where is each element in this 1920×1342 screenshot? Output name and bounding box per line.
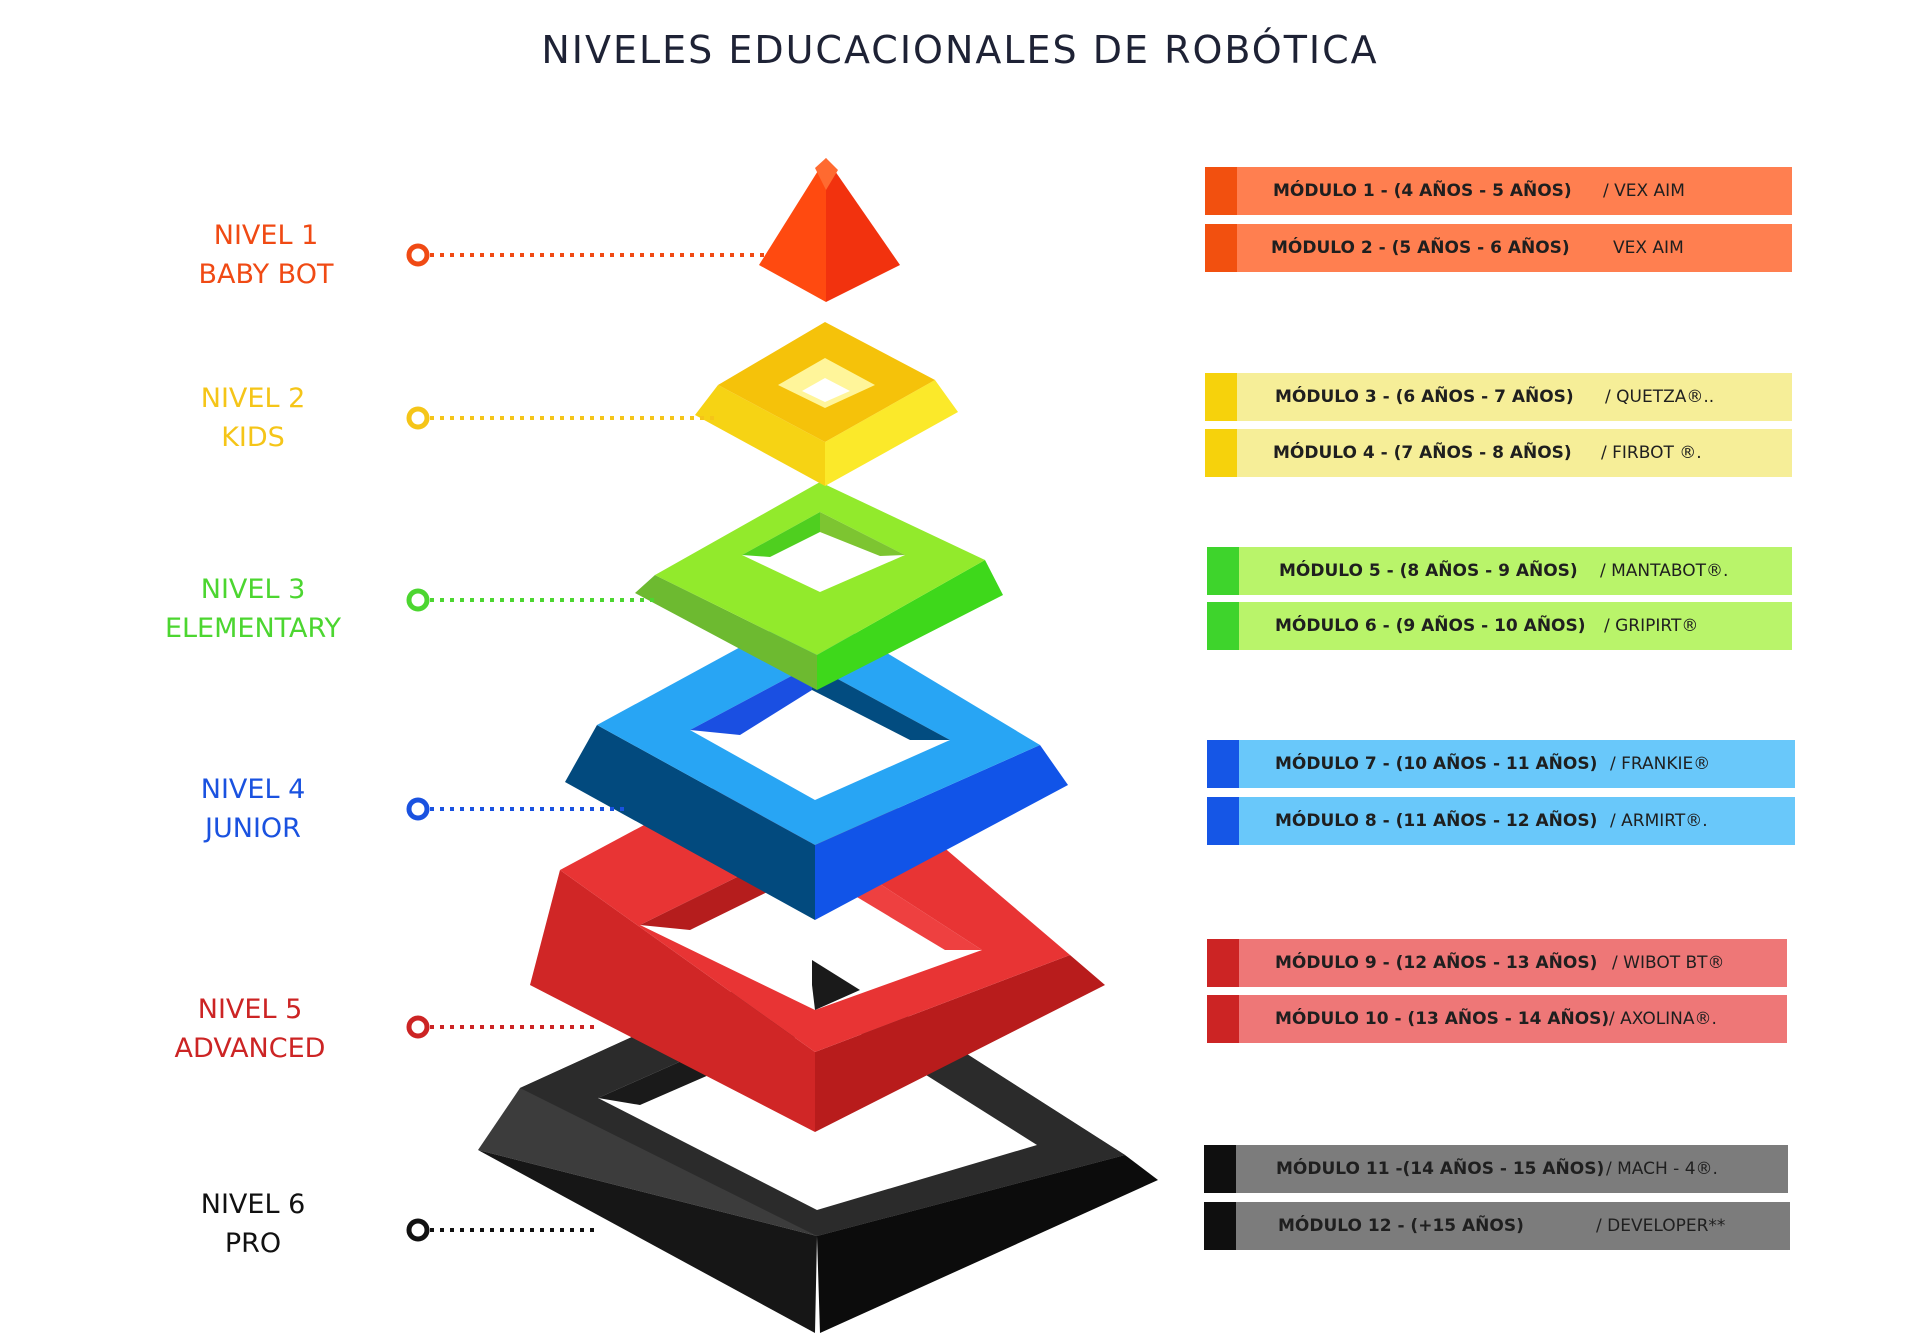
pyramid-tier-1 (759, 158, 900, 302)
level-label-2: NIVEL 2 KIDS (123, 379, 383, 457)
module-swatch (1205, 373, 1237, 421)
module-swatch (1207, 547, 1239, 595)
connector-level-5 (406, 1015, 595, 1039)
pyramid-tier-3 (635, 482, 1003, 690)
diagram-title: NIVELES EDUCACIONALES DE ROBÓTICA (541, 28, 1379, 72)
connector-level-3 (406, 588, 660, 612)
module-label: MÓDULO 6 - (9 AÑOS - 10 AÑOS) (1275, 616, 1586, 636)
pyramid-tier-2 (695, 322, 958, 486)
module-label: MÓDULO 11 -(14 AÑOS - 15 AÑOS) (1276, 1159, 1605, 1179)
level-2-number: NIVEL 2 (200, 383, 306, 414)
module-product: / WIBOT BT® (1612, 953, 1725, 973)
module-label: MÓDULO 3 - (6 AÑOS - 7 AÑOS) (1275, 387, 1574, 407)
module-label: MÓDULO 5 - (8 AÑOS - 9 AÑOS) (1279, 561, 1578, 581)
module-swatch (1207, 995, 1239, 1043)
module-row-5: MÓDULO 5 - (8 AÑOS - 9 AÑOS) / MANTABOT®… (1207, 547, 1792, 595)
level-3-name: ELEMENTARY (164, 613, 342, 644)
module-label: MÓDULO 2 - (5 AÑOS - 6 AÑOS) (1271, 238, 1570, 258)
module-row-12: MÓDULO 12 - (+15 AÑOS) / DEVELOPER** (1204, 1202, 1790, 1250)
module-label: MÓDULO 7 - (10 AÑOS - 11 AÑOS) (1275, 754, 1598, 774)
level-3-number: NIVEL 3 (200, 574, 306, 605)
module-swatch (1205, 224, 1237, 272)
connector-level-4 (406, 797, 625, 821)
module-label: MÓDULO 4 - (7 AÑOS - 8 AÑOS) (1273, 443, 1572, 463)
module-swatch (1207, 939, 1239, 987)
module-label: MÓDULO 9 - (12 AÑOS - 13 AÑOS) (1275, 953, 1598, 973)
module-row-1: MÓDULO 1 - (4 AÑOS - 5 AÑOS) / VEX AIM (1205, 167, 1792, 215)
level-5-number: NIVEL 5 (197, 994, 303, 1025)
module-row-3: MÓDULO 3 - (6 AÑOS - 7 AÑOS) / QUETZA®.. (1205, 373, 1792, 421)
module-swatch (1205, 429, 1237, 477)
module-row-7: MÓDULO 7 - (10 AÑOS - 11 AÑOS) / FRANKIE… (1207, 740, 1795, 788)
module-swatch (1204, 1202, 1236, 1250)
level-label-4: NIVEL 4 JUNIOR (123, 770, 383, 848)
level-4-name: JUNIOR (205, 813, 301, 844)
level-6-name: PRO (224, 1228, 282, 1259)
level-label-1: NIVEL 1 BABY BOT (136, 216, 396, 294)
module-product: / VEX AIM (1603, 181, 1685, 201)
module-swatch (1207, 740, 1239, 788)
level-label-6: NIVEL 6 PRO (123, 1185, 383, 1263)
level-5-name: ADVANCED (174, 1033, 326, 1064)
module-label: MÓDULO 1 - (4 AÑOS - 5 AÑOS) (1273, 181, 1572, 201)
level-2-name: KIDS (221, 422, 285, 453)
level-1-name: BABY BOT (198, 259, 334, 290)
connector-level-2 (406, 406, 720, 430)
module-swatch (1205, 167, 1237, 215)
module-row-11: MÓDULO 11 -(14 AÑOS - 15 AÑOS) / MACH - … (1204, 1145, 1788, 1193)
module-product: / QUETZA®.. (1605, 387, 1715, 407)
module-row-9: MÓDULO 9 - (12 AÑOS - 13 AÑOS) / WIBOT B… (1207, 939, 1787, 987)
module-product: / FRANKIE® (1610, 754, 1711, 774)
module-row-4: MÓDULO 4 - (7 AÑOS - 8 AÑOS) / FIRBOT ®. (1205, 429, 1792, 477)
module-product: / DEVELOPER** (1596, 1216, 1726, 1236)
level-6-number: NIVEL 6 (200, 1189, 306, 1220)
level-1-number: NIVEL 1 (213, 220, 319, 251)
module-product: VEX AIM (1613, 238, 1684, 258)
module-row-10: MÓDULO 10 - (13 AÑOS - 14 AÑOS) / AXOLIN… (1207, 995, 1787, 1043)
module-product: / MACH - 4®. (1606, 1159, 1718, 1179)
module-row-8: MÓDULO 8 - (11 AÑOS - 12 AÑOS) / ARMIRT®… (1207, 797, 1795, 845)
module-product: / AXOLINA®. (1609, 1009, 1717, 1029)
module-swatch (1207, 797, 1239, 845)
module-label: MÓDULO 12 - (+15 AÑOS) (1278, 1216, 1524, 1236)
level-4-number: NIVEL 4 (200, 774, 306, 805)
module-product: / GRIPIRT® (1604, 616, 1699, 636)
module-row-6: MÓDULO 6 - (9 AÑOS - 10 AÑOS) / GRIPIRT® (1207, 602, 1792, 650)
module-swatch (1204, 1145, 1236, 1193)
module-row-2: MÓDULO 2 - (5 AÑOS - 6 AÑOS) VEX AIM (1205, 224, 1792, 272)
module-swatch (1207, 602, 1239, 650)
module-product: / MANTABOT®. (1600, 561, 1729, 581)
module-label: MÓDULO 10 - (13 AÑOS - 14 AÑOS) (1275, 1009, 1610, 1029)
module-label: MÓDULO 8 - (11 AÑOS - 12 AÑOS) (1275, 811, 1598, 831)
pyramid-tier-4 (565, 608, 1068, 920)
connector-level-1 (406, 243, 765, 267)
level-label-3: NIVEL 3 ELEMENTARY (123, 570, 383, 648)
level-label-5: NIVEL 5 ADVANCED (120, 990, 380, 1068)
module-product: / FIRBOT ®. (1601, 443, 1702, 463)
module-product: / ARMIRT®. (1610, 811, 1708, 831)
connector-level-6 (406, 1218, 598, 1242)
